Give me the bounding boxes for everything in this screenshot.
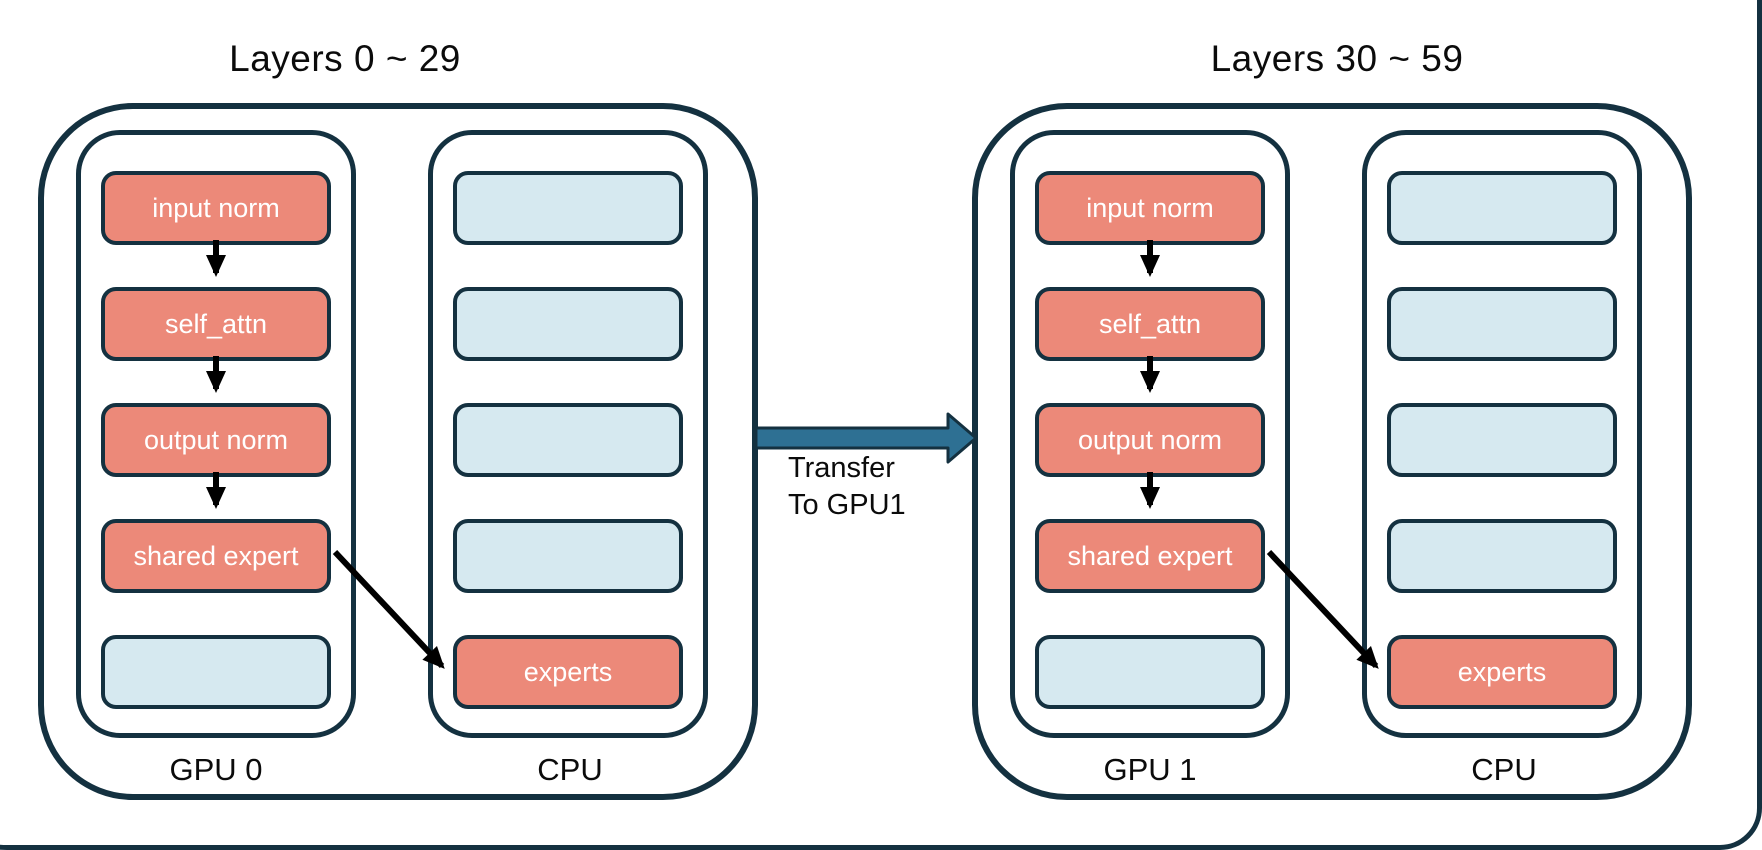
- left-cpu-empty-box-3: [453, 403, 683, 477]
- left-gpu-empty-box: [101, 635, 331, 709]
- left-gpu-label: GPU 0: [169, 752, 263, 787]
- left-cpu-empty-box-1: [453, 171, 683, 245]
- right-gpu-empty-box: [1035, 635, 1265, 709]
- right-cpu-empty-box-4: [1387, 519, 1617, 593]
- right-gpu-output-norm-box: output norm: [1035, 403, 1265, 477]
- left-cpu-empty-box-4: [453, 519, 683, 593]
- left-cpu-container: experts: [428, 130, 708, 738]
- left-gpu-shared-expert-box: shared expert: [101, 519, 331, 593]
- right-group-title: Layers 30 ~ 59: [1210, 38, 1464, 79]
- transfer-arrow-icon: [754, 412, 978, 464]
- right-gpu-self-attn-box: self_attn: [1035, 287, 1265, 361]
- right-cpu-empty-box-3: [1387, 403, 1617, 477]
- right-layers-container: input norm self_attn output norm shared …: [972, 103, 1692, 800]
- right-cpu-label: CPU: [1471, 752, 1537, 787]
- right-gpu-shared-expert-box: shared expert: [1035, 519, 1265, 593]
- right-gpu-container: input norm self_attn output norm shared …: [1010, 130, 1290, 738]
- right-gpu-label: GPU 1: [1103, 752, 1197, 787]
- right-cpu-experts-box: experts: [1387, 635, 1617, 709]
- left-layers-container: input norm self_attn output norm shared …: [38, 103, 758, 800]
- left-gpu-output-norm-box: output norm: [101, 403, 331, 477]
- left-group-title: Layers 0 ~ 29: [229, 38, 461, 79]
- transfer-label: Transfer To GPU1: [788, 450, 906, 524]
- transfer-label-line1: Transfer: [788, 452, 895, 484]
- left-gpu-self-attn-box: self_attn: [101, 287, 331, 361]
- left-cpu-experts-box: experts: [453, 635, 683, 709]
- left-gpu-input-norm-box: input norm: [101, 171, 331, 245]
- left-gpu-container: input norm self_attn output norm shared …: [76, 130, 356, 738]
- right-cpu-empty-box-1: [1387, 171, 1617, 245]
- right-gpu-input-norm-box: input norm: [1035, 171, 1265, 245]
- transfer-label-line2: To GPU1: [788, 489, 906, 521]
- right-cpu-container: experts: [1362, 130, 1642, 738]
- right-cpu-empty-box-2: [1387, 287, 1617, 361]
- left-cpu-empty-box-2: [453, 287, 683, 361]
- left-cpu-label: CPU: [537, 752, 603, 787]
